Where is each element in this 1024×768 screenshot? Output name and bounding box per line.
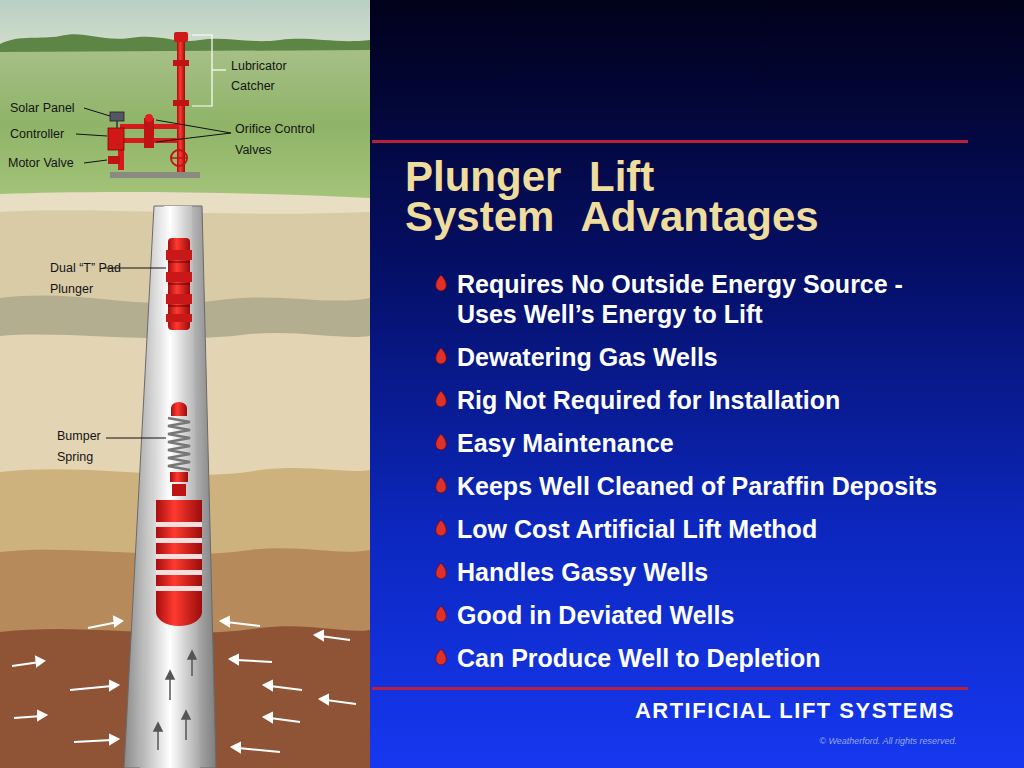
well-casing (124, 206, 216, 768)
callout-label: Dual “T” Pad Plunger (50, 258, 140, 300)
footer-text: ARTIFICIAL LIFT SYSTEMS (635, 698, 955, 724)
callout-label: Solar Panel (10, 98, 75, 119)
bullet-item: Keeps Well Cleaned of Paraffin Deposits (457, 471, 952, 501)
flow-arrows (154, 651, 196, 750)
bullet-item: Low Cost Artificial Lift Method (457, 514, 952, 544)
copyright-note: © Weatherford. All rights reserved. (819, 736, 957, 746)
bullet-item: Dewatering Gas Wells (457, 342, 952, 372)
bullet-icons (436, 275, 447, 665)
bullet-item: Rig Not Required for Installation (457, 385, 952, 415)
bullet-item: Requires No Outside Energy Source - Uses… (457, 269, 952, 329)
wellhead (108, 32, 200, 178)
bottom-hole-assembly (156, 500, 202, 626)
inflow-arrows (12, 617, 356, 752)
bumper-spring (168, 402, 190, 496)
bullet-item: Good in Deviated Wells (457, 600, 952, 630)
plunger (166, 238, 192, 330)
leader-lines (76, 35, 231, 438)
callout-label: Catcher (231, 76, 275, 97)
bullet-item: Can Produce Well to Depletion (457, 643, 952, 673)
callout-label: Lubricator (231, 56, 287, 77)
callout-label: Controller (10, 124, 64, 145)
bullet-item: Handles Gassy Wells (457, 557, 952, 587)
callout-label: Orifice Control Valves (235, 119, 335, 161)
callout-label: Bumper Spring (57, 426, 112, 468)
rule-line (372, 687, 968, 690)
rule-line (372, 140, 968, 143)
slide-panel (370, 0, 1024, 768)
callout-label: Motor Valve (8, 153, 74, 174)
landscape (0, 0, 370, 768)
bullet-item: Easy Maintenance (457, 428, 952, 458)
slide-title: Plunger Lift System Advantages (405, 157, 826, 237)
